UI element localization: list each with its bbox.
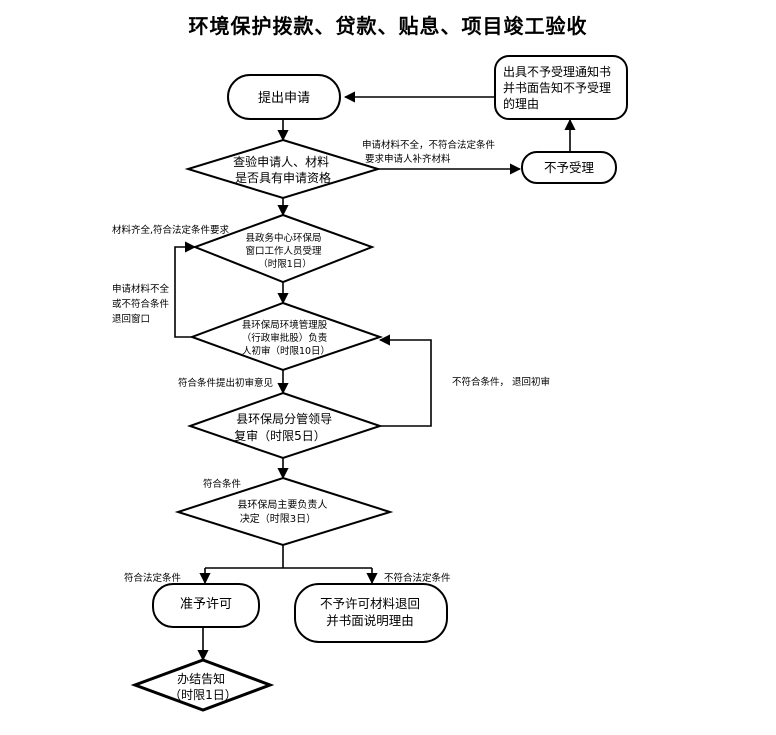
node-check: 查验申请人、材料 是否具有申请资格	[184, 138, 382, 200]
node-deny-label: 不予许可材料退回 并书面说明理由	[320, 596, 424, 628]
node-approve: 准予许可	[152, 583, 260, 628]
node-window-label: 县政务中心环保局 窗口工作人员受理 （时限1日）	[245, 232, 324, 270]
node-window: 县政务中心环保局 窗口工作人员受理 （时限1日）	[192, 213, 375, 284]
node-notice: 出具不予受理通知书 并书面告知不予受理 的理由	[494, 55, 628, 120]
node-decision-label: 县环保局主要负责人 决定（时限3日）	[237, 498, 330, 525]
node-reject-accept: 不予受理	[521, 151, 617, 184]
label-legal-not-ok: 不符合法定条件	[384, 572, 451, 584]
label-legal-ok: 符合法定条件	[124, 572, 182, 584]
connectors	[174, 91, 576, 662]
node-first-review: 县环保局环境管理股 （行政审批股）负责 人初审（时限10日）	[189, 301, 384, 372]
node-apply: 提出申请	[227, 74, 341, 120]
node-check-label: 查验申请人、材料 是否具有申请资格	[233, 154, 333, 185]
label-meets-condition: 符合条件	[203, 478, 242, 490]
label-return-window: 申请材料不全 或不符合条件 退回窗口	[112, 283, 172, 325]
node-deny: 不予许可材料退回 并书面说明理由	[294, 583, 448, 643]
label-incomplete-to-reject: 申请材料不全，不符合法定条件 要求申请人补齐材料	[362, 139, 498, 165]
node-first-review-label: 县环保局环境管理股 （行政审批股）负责 人初审（时限10日）	[242, 319, 331, 357]
node-notice-label: 出具不予受理通知书 并书面告知不予受理 的理由	[503, 65, 615, 111]
label-complete: 材料齐全,符合法定条件要求	[112, 224, 230, 236]
node-finish: 办结告知 （时限1日）	[130, 658, 275, 712]
node-decision: 县环保局主要负责人 决定（时限3日）	[174, 476, 394, 547]
node-approve-label: 准予许可	[180, 597, 232, 612]
label-not-meet-return: 不符合条件， 退回初审	[452, 376, 550, 388]
page-title: 环境保护拨款、贷款、贴息、项目竣工验收	[188, 14, 588, 38]
label-meets-first: 符合条件提出初审意见	[178, 377, 273, 389]
node-second-review-label: 县环保局分管领导 复审（时限5日）	[234, 411, 336, 443]
node-reject-accept-label: 不予受理	[544, 160, 595, 175]
node-second-review: 县环保局分管领导 复审（时限5日）	[186, 391, 384, 460]
node-finish-label: 办结告知 （时限1日）	[169, 671, 237, 702]
node-apply-label: 提出申请	[258, 90, 310, 106]
